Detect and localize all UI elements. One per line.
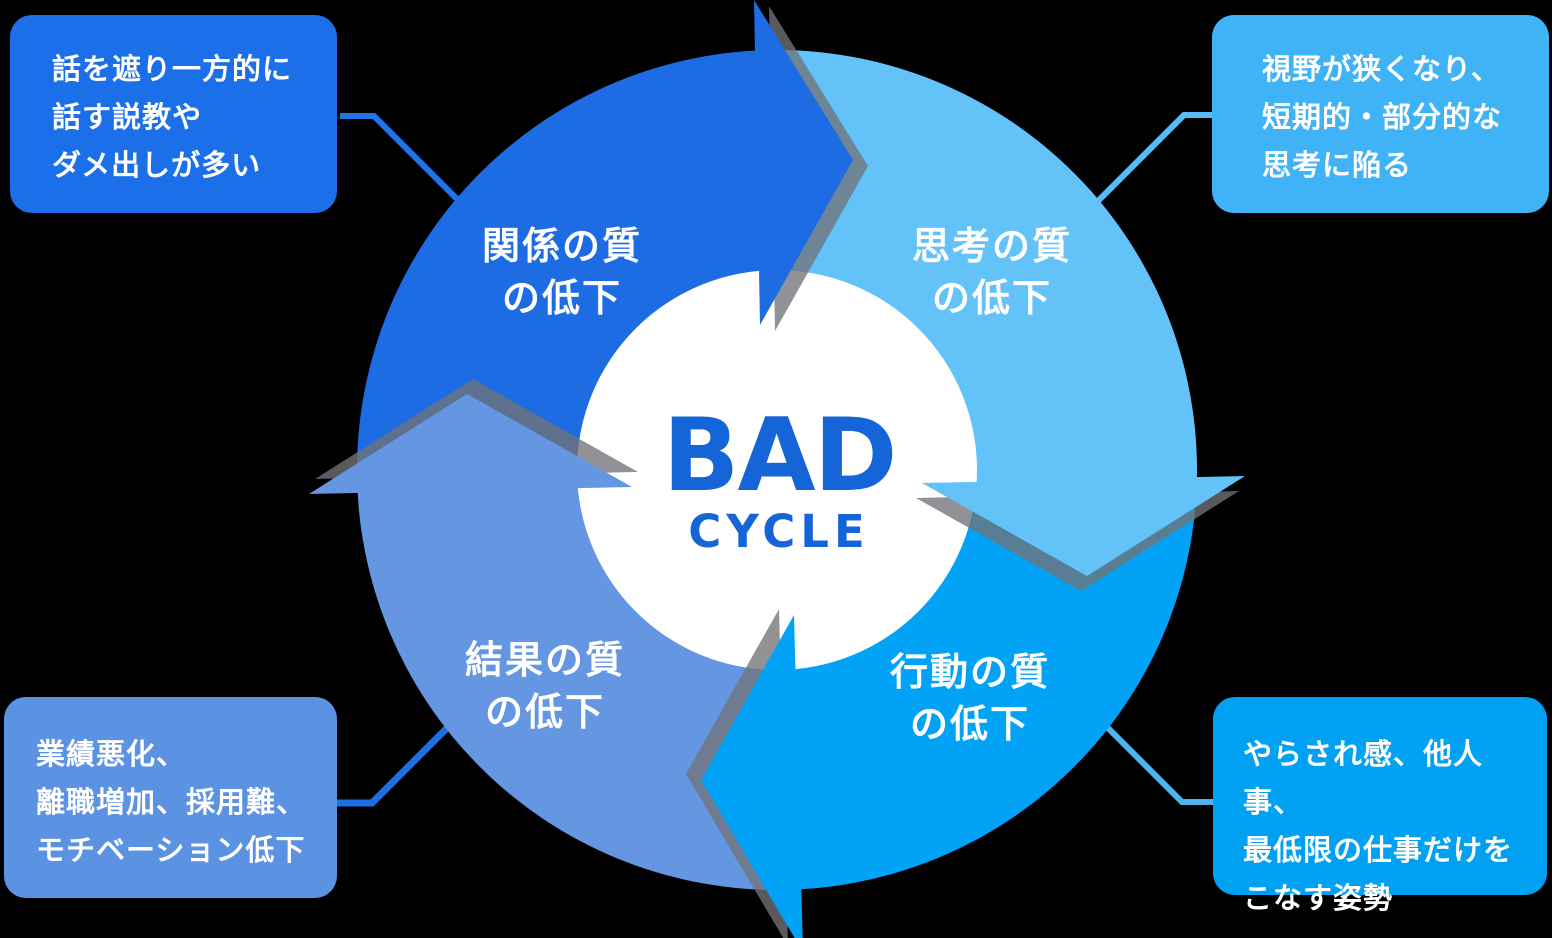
arrowhead-top (754, 0, 853, 325)
arrowhead-left (309, 394, 632, 494)
arrowhead-bottom (701, 615, 803, 938)
label-line: の低下 (501, 276, 623, 320)
connector-top-right (1091, 112, 1212, 208)
callout-top-left: 話を遮り一方的に 話す説教や ダメ出しが多い (10, 15, 337, 213)
callout-line: 思考に陥る (1262, 148, 1413, 182)
callout-line: 最低限の仕事だけを (1243, 833, 1514, 867)
label-relation-quality: 関係の質 の低下 (482, 220, 642, 324)
label-thinking-quality: 思考の質 の低下 (912, 220, 1072, 324)
callout-line: 業績悪化、 (36, 737, 187, 771)
label-result-quality: 結果の質 の低下 (465, 634, 625, 738)
callout-bottom-right: やらされ感、他人事、 最低限の仕事だけを こなす姿勢 (1213, 697, 1547, 915)
label-line: 思考の質 (911, 224, 1073, 268)
label-line: の低下 (931, 276, 1053, 320)
callout-line: 視野が狭くなり、 (1262, 52, 1501, 86)
callout-line: 話を遮り一方的に (52, 52, 293, 86)
center-title: BAD (662, 396, 898, 514)
connector-bottom-right (1100, 720, 1213, 805)
callout-line: やらされ感、他人事、 (1243, 737, 1484, 819)
callout-line: 短期的・部分的な (1262, 100, 1503, 134)
center-circle (577, 270, 977, 670)
callout-line: 話す説教や (52, 100, 203, 134)
label-line: 行動の質 (889, 650, 1051, 694)
callout-top-right: 視野が狭くなり、 短期的・部分的な 思考に陥る (1212, 15, 1549, 213)
callout-line: ダメ出しが多い (52, 148, 262, 182)
center-title-block: BAD CYCLE (662, 396, 898, 558)
connector-top-left (340, 113, 465, 207)
connector-bottom-left (336, 721, 454, 807)
label-line: 結果の質 (464, 638, 626, 682)
connector-lines (336, 112, 1213, 807)
center-subtitle: CYCLE (688, 505, 870, 558)
arrowhead-right (922, 476, 1245, 576)
label-line: の低下 (484, 690, 606, 734)
label-line: 関係の質 (481, 224, 643, 268)
callout-line: こなす姿勢 (1243, 881, 1394, 915)
callout-line: モチベーション低下 (36, 833, 306, 867)
label-action-quality: 行動の質 の低下 (890, 646, 1050, 750)
callout-line: 離職増加、採用難、 (36, 785, 307, 819)
callout-bottom-left: 業績悪化、 離職増加、採用難、 モチベーション低下 (4, 697, 337, 898)
label-line: の低下 (909, 702, 1031, 746)
arrowheads (309, 0, 1245, 938)
